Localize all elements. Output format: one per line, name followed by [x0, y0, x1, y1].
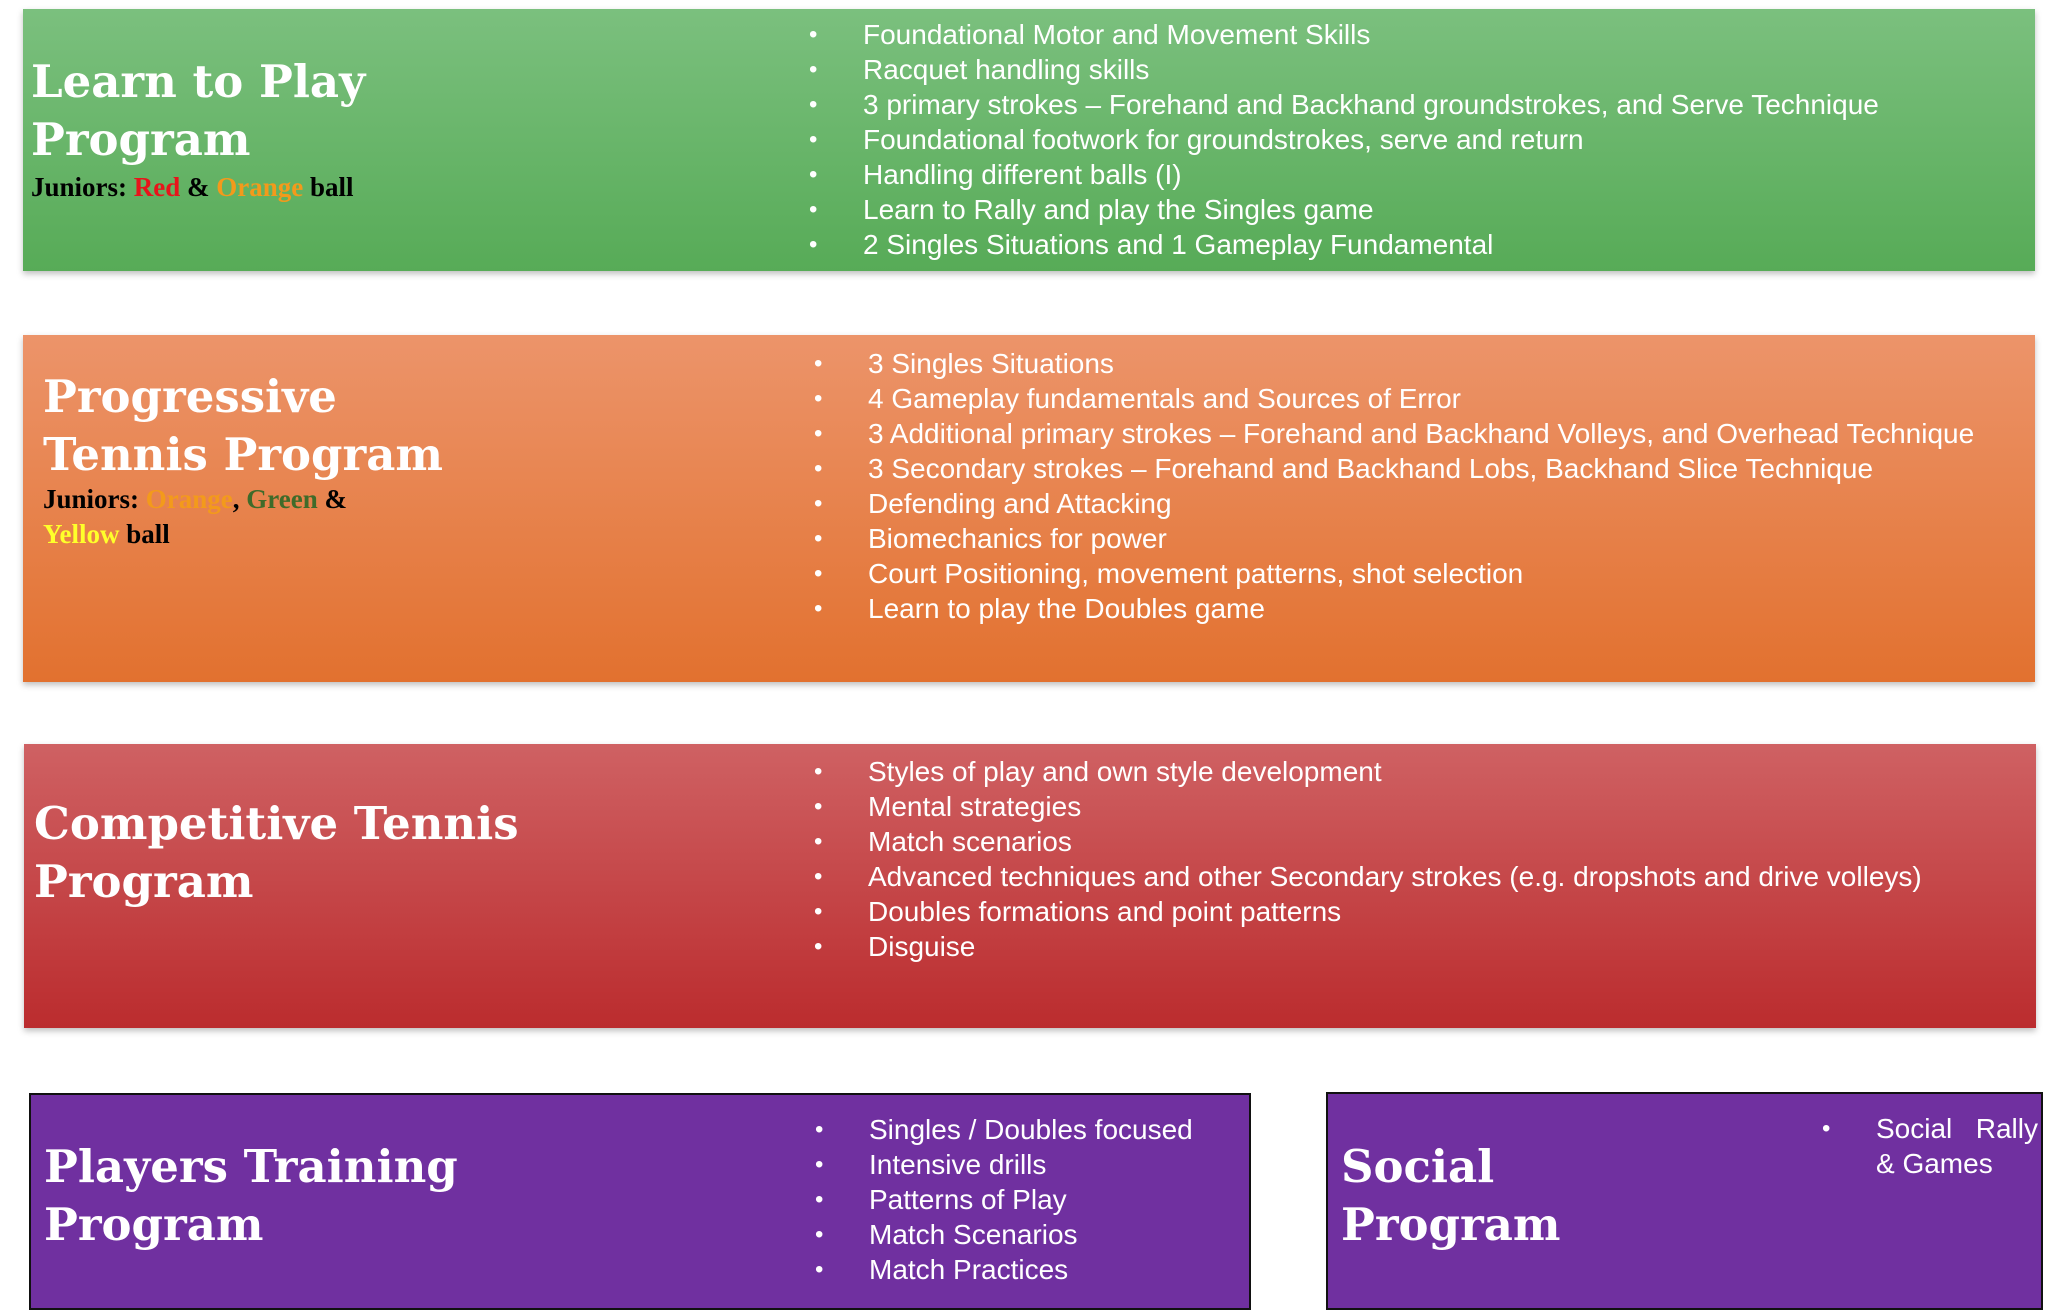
title-line: Program [44, 1198, 264, 1251]
ball-color-green: Green [246, 484, 318, 514]
bullet-list: Styles of play and own style development… [808, 754, 1940, 964]
title-line: Program [31, 113, 251, 166]
bullet-item: Disguise [808, 929, 1940, 964]
bullet-item: Learn to Rally and play the Singles game [803, 192, 1993, 227]
bullet-item: Doubles formations and point patterns [808, 894, 1940, 929]
title-line: Learn to Play [31, 55, 366, 108]
bullet-item: Singles / Doubles focused [809, 1112, 1249, 1147]
bullet-item: 3 Secondary strokes – Forehand and Backh… [808, 451, 1988, 486]
bullet-item: Social Rally & Games [1816, 1111, 2038, 1181]
bullet-item: Match Scenarios [809, 1217, 1249, 1252]
progressive-tennis-panel: Progressive Tennis Program Juniors: Oran… [23, 335, 2035, 682]
separator: & [187, 172, 210, 202]
separator: & [324, 484, 348, 514]
title-line: Progressive [43, 370, 337, 423]
competitive-tennis-panel: Competitive Tennis Program Styles of pla… [24, 744, 2036, 1028]
bullet-item: Defending and Attacking [808, 486, 1988, 521]
bullet-item: Match Practices [809, 1252, 1249, 1287]
program-title: Learn to Play Program [31, 53, 365, 169]
juniors-tail: ball [126, 519, 170, 549]
title-line: Social [1341, 1140, 1495, 1193]
title-line: Competitive Tennis [34, 797, 519, 850]
bullet-list: Singles / Doubles focused Intensive dril… [809, 1112, 1249, 1287]
juniors-label: Juniors: [43, 484, 140, 514]
bullet-item: Intensive drills [809, 1147, 1249, 1182]
bullet-item: 3 Singles Situations [808, 346, 1988, 381]
juniors-line: Juniors: Red & Orange ball [31, 170, 354, 205]
bullet-item: Mental strategies [808, 789, 1940, 824]
title-line: Program [1341, 1198, 1561, 1251]
bullet-item: 4 Gameplay fundamentals and Sources of E… [808, 381, 1988, 416]
title-line: Program [34, 855, 254, 908]
bullet-item: 2 Singles Situations and 1 Gameplay Fund… [803, 227, 1993, 262]
bullet-item: Match scenarios [808, 824, 1940, 859]
program-title: Social Program [1341, 1138, 1561, 1254]
program-title: Competitive Tennis Program [34, 795, 519, 911]
bullet-item: Learn to play the Doubles game [808, 591, 1988, 626]
ball-color-red: Red [133, 172, 181, 202]
bullet-item: Advanced techniques and other Secondary … [808, 859, 1940, 894]
bullet-item: Handling different balls (I) [803, 157, 1993, 192]
bullet-item: Court Positioning, movement patterns, sh… [808, 556, 1988, 591]
program-title: Progressive Tennis Program [43, 368, 443, 484]
juniors-label: Juniors: [31, 172, 128, 202]
social-program-panel: Social Program Social Rally & Games [1326, 1092, 2043, 1310]
bullet-item: Styles of play and own style development [808, 754, 1940, 789]
learn-to-play-panel: Learn to Play Program Juniors: Red & Ora… [23, 9, 2035, 271]
title-line: Tennis Program [43, 428, 443, 481]
bullet-item: Biomechanics for power [808, 521, 1988, 556]
juniors-tail: ball [310, 172, 354, 202]
bullet-item: 3 primary strokes – Forehand and Backhan… [803, 87, 1993, 122]
bullet-item: Racquet handling skills [803, 52, 1993, 87]
ball-color-yellow: Yellow [43, 519, 120, 549]
bullet-item: 3 Additional primary strokes – Forehand … [808, 416, 1988, 451]
bullet-list: Foundational Motor and Movement Skills R… [803, 17, 1993, 262]
bullet-list: Social Rally & Games [1816, 1111, 2038, 1181]
juniors-line: Juniors: Orange, Green & Yellow ball [43, 482, 347, 552]
bullet-item: Patterns of Play [809, 1182, 1249, 1217]
players-training-panel: Players Training Program Singles / Doubl… [29, 1093, 1251, 1310]
program-title: Players Training Program [44, 1138, 458, 1254]
bullet-item: Foundational Motor and Movement Skills [803, 17, 1993, 52]
bullet-item: Foundational footwork for groundstrokes,… [803, 122, 1993, 157]
separator: , [232, 484, 240, 514]
bullet-list: 3 Singles Situations 4 Gameplay fundamen… [808, 346, 1988, 626]
ball-color-orange: Orange [216, 172, 304, 202]
title-line: Players Training [44, 1140, 458, 1193]
ball-color-orange: Orange [145, 484, 233, 514]
